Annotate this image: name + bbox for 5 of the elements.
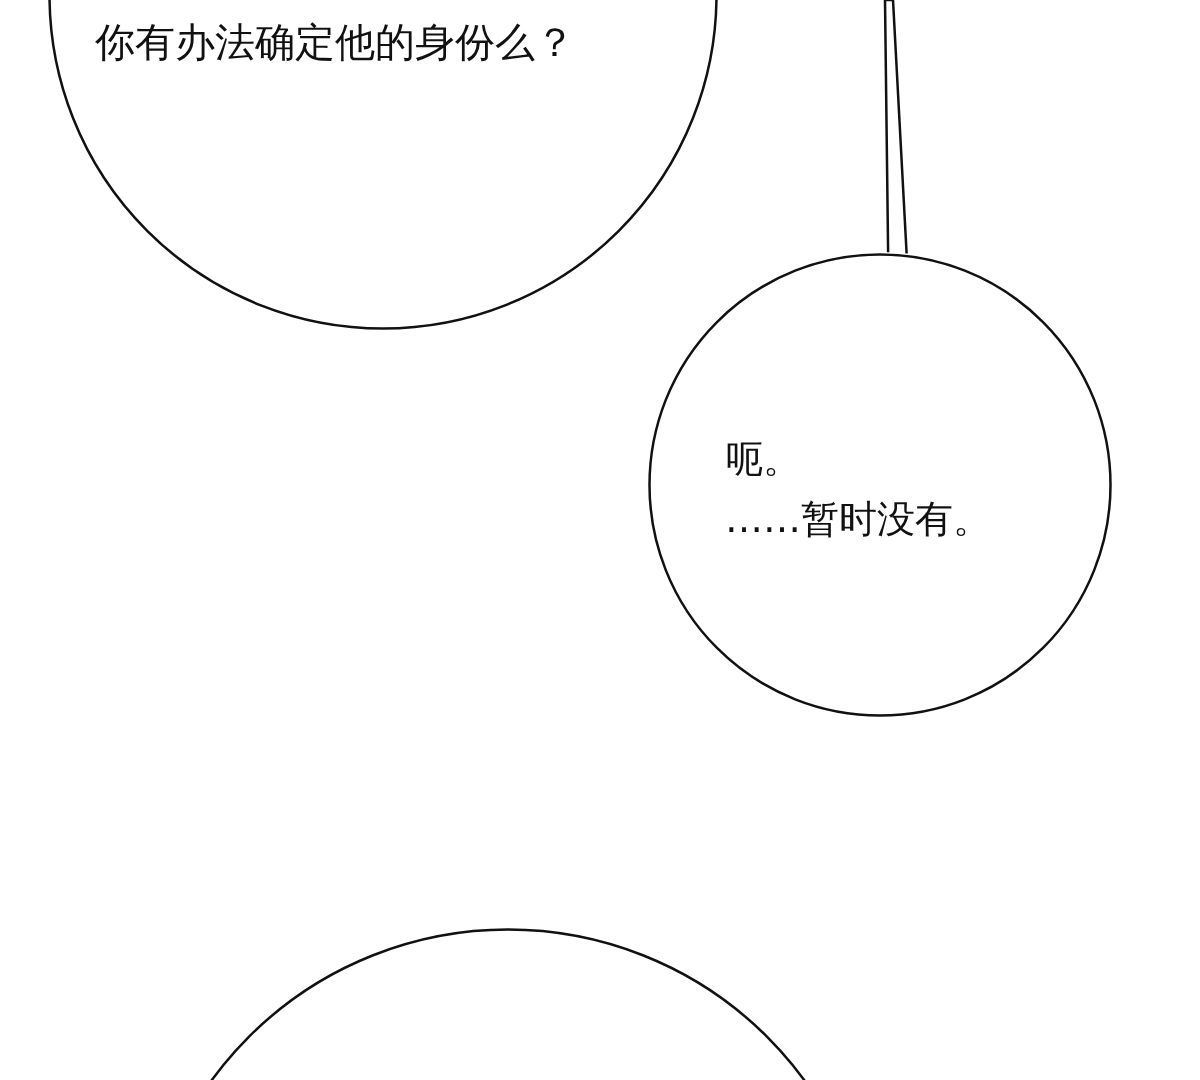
dialogue-text: ……暂时没有。: [725, 497, 991, 543]
dialogue-text: 你有办法确定他的身份么？: [95, 18, 575, 66]
dialogue-text: 呃。: [725, 437, 801, 483]
speech-bubble: [648, 253, 1112, 717]
speech-bubble-tail: [883, 0, 908, 255]
